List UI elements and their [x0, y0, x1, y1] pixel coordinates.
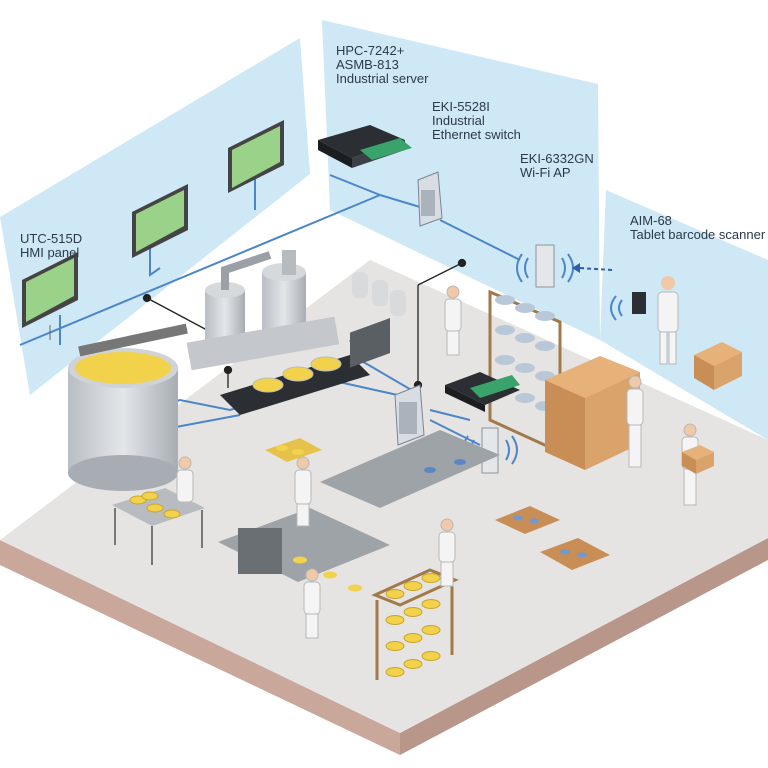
worker-3 [444, 285, 462, 356]
industrial-server [318, 125, 412, 168]
ap-description: Wi-Fi AP [520, 165, 571, 180]
worker-4 [626, 375, 644, 468]
scanner-model: AIM-68 [630, 213, 672, 228]
milk-cans [352, 272, 406, 316]
hmi-panel-1 [22, 252, 78, 340]
floor-side-right [400, 538, 768, 755]
switch-line3: Ethernet switch [432, 127, 521, 142]
ethernet-switch-wall [417, 171, 443, 227]
open-crates [495, 506, 610, 570]
barcode-scanner-label: AIM-68 Tablet barcode scanner [630, 214, 765, 242]
ap-model: EKI-6332GN [520, 151, 594, 166]
cheese-crate [265, 438, 322, 462]
mold-conveyor [220, 355, 370, 415]
conveyor-front [218, 508, 390, 592]
ethernet-switch-label: EKI-5528I Industrial Ethernet switch [432, 100, 521, 142]
cheese-vat [68, 323, 188, 491]
worker-7 [303, 568, 321, 639]
hmi-panel-3 [228, 120, 284, 193]
worker-6 [438, 518, 456, 587]
switch-line2: Industrial [432, 113, 485, 128]
pointer-lines [142, 258, 467, 390]
floor-ethernet-switch [394, 384, 425, 446]
floor-side-left [0, 540, 400, 755]
worker-1 [176, 456, 194, 503]
worker-2 [294, 456, 312, 527]
hmi-model: UTC-515D [20, 231, 83, 246]
scanner-link-arrow [572, 263, 613, 273]
workers [176, 285, 699, 639]
industrial-server-label: HPC-7242+ ASMB-813 Industrial server [336, 44, 428, 86]
hmi-description: HMI panel [20, 245, 80, 260]
shelf-front [371, 568, 459, 680]
cardboard-box-wall [694, 342, 742, 390]
wifi-ap-label: EKI-6332GN Wi-Fi AP [520, 152, 594, 180]
conveyor-middle [320, 318, 500, 508]
server-model: HPC-7242+ [336, 43, 405, 58]
center-wall [322, 20, 600, 340]
server-description: Industrial server [336, 71, 429, 86]
hmi-panel-label: UTC-515D HMI panel [20, 232, 82, 260]
shelf-back [488, 289, 562, 455]
hmi-panel-2 [132, 184, 188, 258]
wifi-ap-wall [516, 244, 574, 288]
steel-tanks [186, 250, 340, 371]
floor-server [445, 372, 520, 412]
switch-model: EKI-5528I [432, 99, 490, 114]
floor-wifi-ap [462, 427, 518, 474]
worker-with-tablet [610, 276, 679, 365]
scanner-description: Tablet barcode scanner [630, 227, 766, 242]
server-board: ASMB-813 [336, 57, 399, 72]
carried-box [682, 445, 714, 474]
box-stack [545, 356, 640, 470]
